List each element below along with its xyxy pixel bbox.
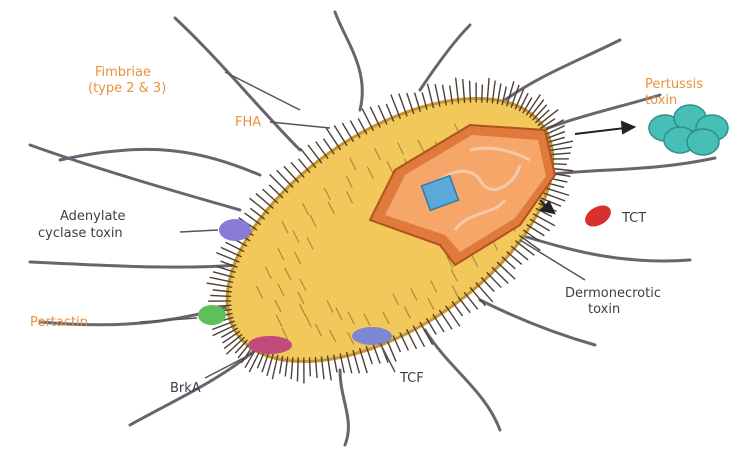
label-brka: BrkA — [170, 381, 201, 396]
brka-blob — [248, 336, 292, 354]
label-adenylate-1: Adenylate — [60, 209, 126, 224]
pilus — [250, 198, 269, 214]
tcf-blob — [352, 327, 392, 345]
pertussis-toxin-icon — [649, 105, 728, 155]
arrow-pertussis — [575, 128, 625, 134]
flagellum — [30, 145, 240, 210]
label-dermonecrotic-1: Dermonecrotic — [565, 286, 661, 301]
pilus — [297, 357, 298, 381]
pilus — [533, 105, 547, 120]
pilus — [213, 325, 237, 336]
pilus — [502, 257, 515, 269]
flagellum — [340, 370, 348, 445]
leader-tcf — [380, 343, 395, 372]
arrow-pertussis-head — [622, 122, 634, 133]
label-tcf: TCF — [399, 371, 424, 386]
pilus — [533, 214, 555, 226]
flagellum — [335, 12, 362, 110]
label-adenylate-2: cyclase toxin — [38, 226, 123, 241]
pilus — [269, 185, 283, 198]
pertactin-blob — [198, 305, 226, 325]
label-fimbriae-1: Fimbriae — [95, 65, 151, 80]
pilus — [458, 297, 470, 313]
leader-brka — [205, 352, 255, 378]
flagellum — [60, 149, 260, 175]
leader-dermonecrotic — [520, 240, 585, 280]
pilus — [497, 262, 515, 279]
pilus — [223, 331, 240, 343]
pilus — [470, 81, 471, 103]
label-pertactin: Pertactin — [30, 315, 88, 330]
pilus — [235, 340, 247, 353]
pilus — [535, 110, 549, 123]
label-pertussis-2: toxin — [645, 93, 677, 108]
pilus — [291, 162, 304, 177]
label-pertussis-1: Pertussis — [645, 77, 703, 92]
pilus — [270, 174, 288, 192]
flagellum — [545, 158, 715, 175]
flagellum — [175, 18, 300, 150]
flagellum — [480, 300, 595, 345]
leader-adenylate — [180, 230, 218, 232]
leader-fimbriae — [225, 72, 300, 110]
pilus — [316, 142, 328, 159]
label-dermonecrotic-2: toxin — [588, 302, 620, 317]
adenylate-cyclase-toxin-blob — [219, 219, 251, 241]
label-fha: FHA — [235, 115, 261, 130]
pilus — [481, 277, 494, 291]
pilus — [310, 357, 311, 376]
pilus — [482, 85, 483, 103]
label-fimbriae-2: (type 2 & 3) — [88, 81, 166, 96]
flagellum — [30, 262, 240, 267]
pilus — [476, 282, 493, 302]
label-tct: TCT — [621, 211, 646, 226]
flagellum — [520, 235, 690, 261]
tct-blob — [581, 201, 614, 231]
flagellum — [425, 330, 500, 430]
